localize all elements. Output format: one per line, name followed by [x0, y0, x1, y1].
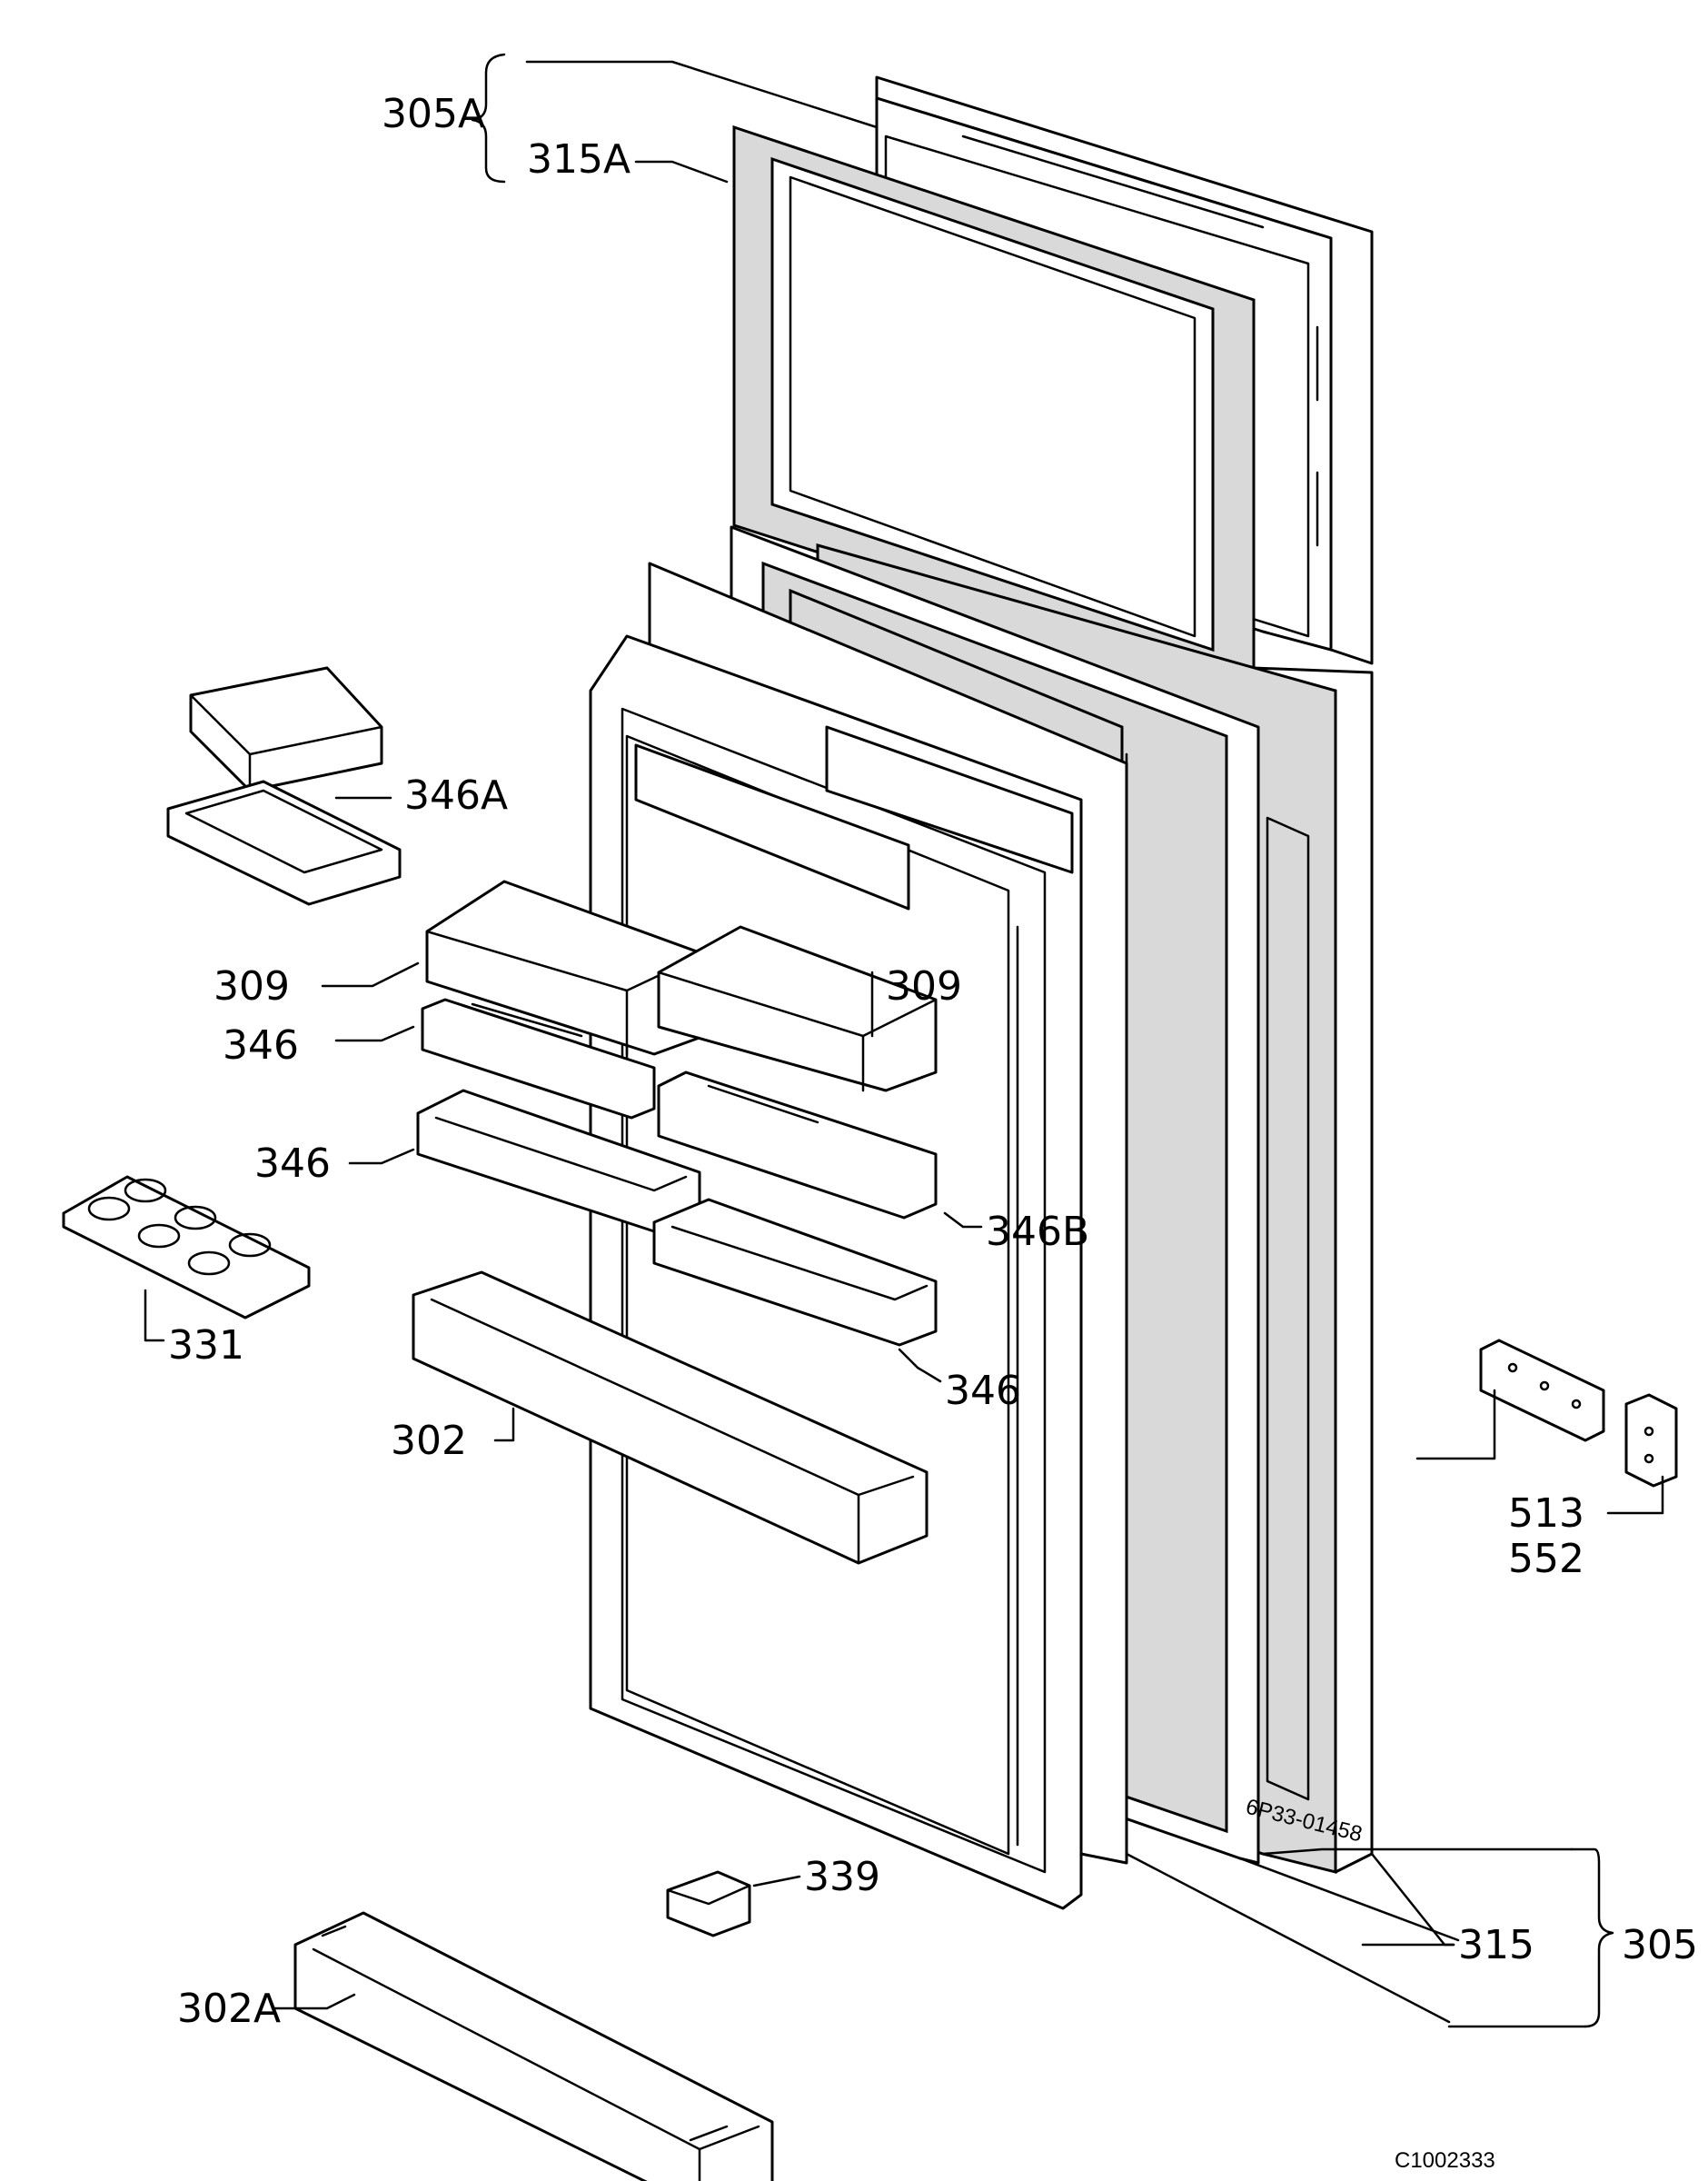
storage-lid-right [657, 925, 938, 1092]
label-309-left: 309 [214, 963, 290, 1010]
label-346b: 346B [986, 1209, 1089, 1255]
label-302: 302 [391, 1418, 467, 1464]
label-552: 552 [1508, 1536, 1584, 1582]
label-331: 331 [168, 1322, 244, 1369]
label-315a: 315A [527, 136, 631, 183]
label-305: 305 [1622, 1922, 1698, 1968]
label-315: 315 [1458, 1922, 1534, 1968]
butter-dish-set [166, 666, 402, 906]
figure-code: C1002333 [1395, 2148, 1495, 2173]
label-302a: 302A [177, 1986, 281, 2032]
label-305a: 305A [382, 91, 485, 137]
freezer-door-gasket [732, 124, 1256, 692]
door-shelf-right-upper [657, 1071, 938, 1220]
door-shelf-bottom [412, 1270, 928, 1565]
label-346-middle: 346 [254, 1140, 331, 1187]
hinge-bracket [1624, 1393, 1678, 1488]
label-346-upper: 346 [223, 1022, 299, 1069]
label-346a: 346A [404, 772, 508, 819]
door-shelf-left-upper [421, 998, 656, 1120]
label-513: 513 [1508, 1490, 1584, 1537]
bottle-retainer [666, 1870, 751, 1937]
door-shelf-right-lower [652, 1198, 938, 1347]
egg-tray [62, 1175, 311, 1320]
label-339: 339 [804, 1854, 880, 1900]
bottle-rack [293, 1911, 774, 2181]
label-309-right: 309 [886, 963, 962, 1010]
hinge-plate [1479, 1339, 1605, 1442]
label-346-lower: 346 [945, 1368, 1021, 1414]
leader-lines [144, 53, 1664, 2028]
